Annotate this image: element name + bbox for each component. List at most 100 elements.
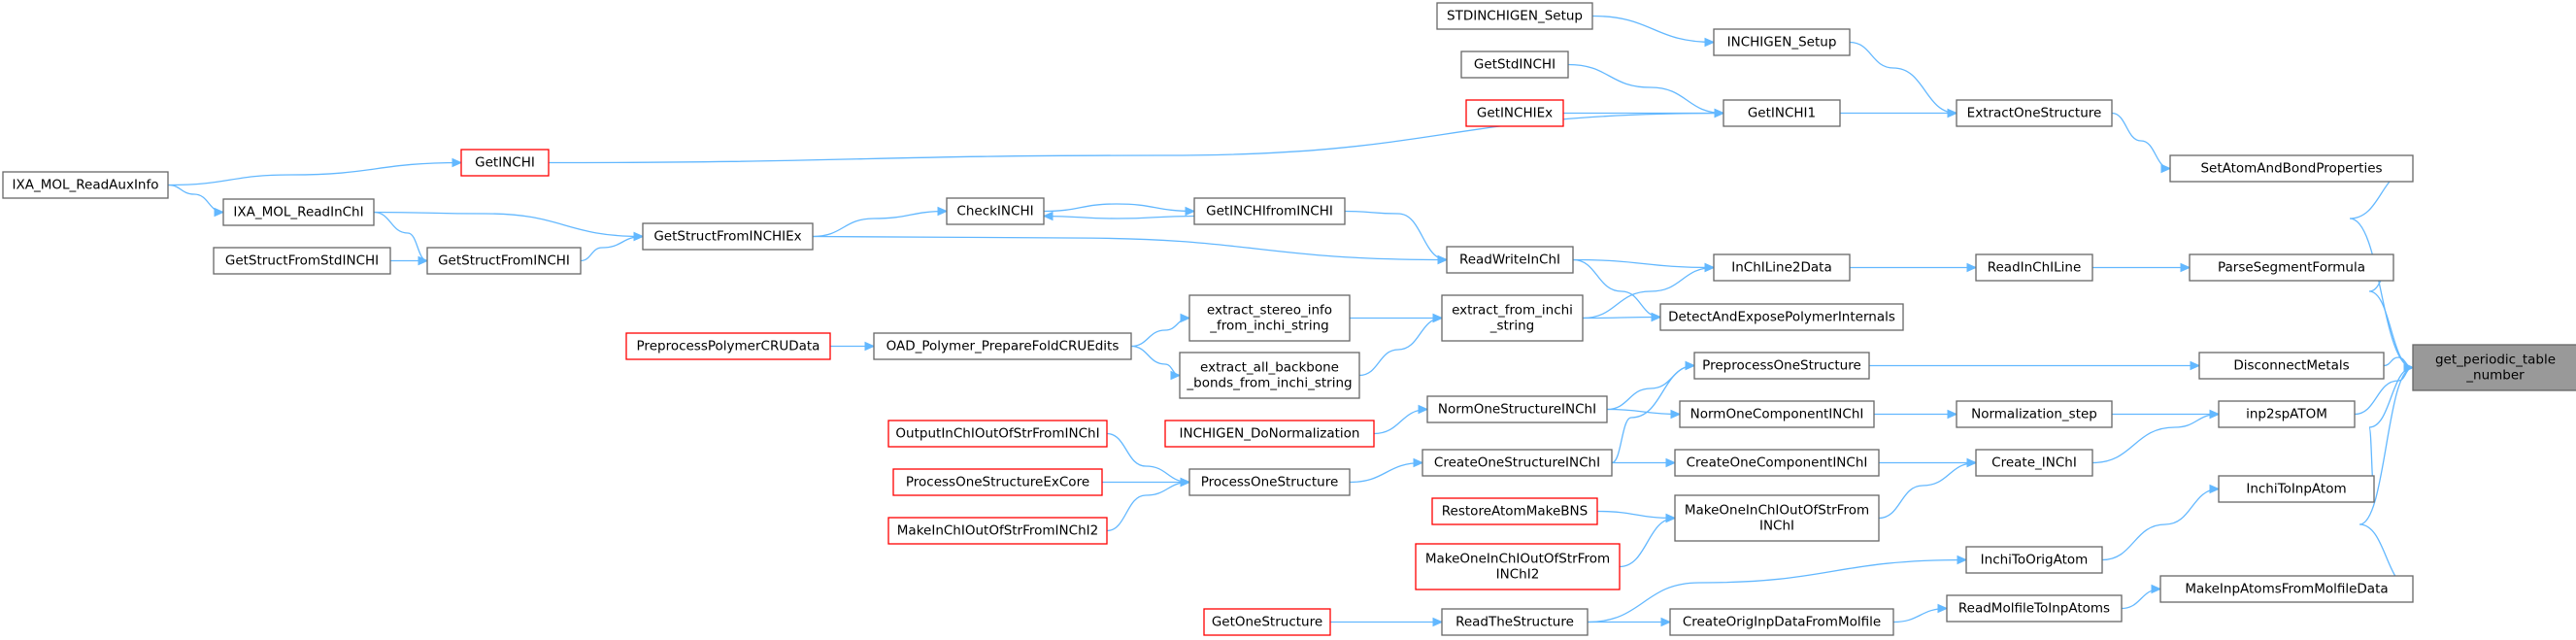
function-node[interactable]: Create_INChI [1975, 449, 2093, 477]
function-node[interactable]: extract_stereo_info_from_inchi_string [1188, 294, 1351, 342]
function-node[interactable]: ProcessOneStructureExCore [892, 468, 1103, 496]
function-node[interactable]: CreateOneStructureINChI [1422, 449, 1613, 477]
function-node[interactable]: ReadTheStructure [1441, 608, 1589, 636]
function-node[interactable]: PreprocessPolymerCRUData [625, 332, 831, 360]
node-box [2412, 344, 2576, 391]
function-node[interactable]: RestoreAtomMakeBNS [1431, 497, 1598, 525]
node-label: GetStructFromStdINCHI [225, 253, 379, 269]
function-node[interactable]: ReadInChILine [1975, 253, 2093, 282]
node-label: ReadInChILine [1988, 260, 2082, 276]
function-node[interactable]: IXA_MOL_ReadInChI [222, 198, 375, 226]
function-node[interactable]: GetINCHIfromINCHI [1193, 197, 1346, 225]
function-node[interactable]: extract_from_inchi_string [1441, 294, 1584, 342]
function-node[interactable]: GetStructFromINCHIEx [642, 222, 814, 251]
edge-arrowhead [1413, 457, 1424, 468]
function-node[interactable]: InchiToInpAtom [2218, 475, 2375, 503]
function-node[interactable]: GetStructFromStdINCHI [213, 247, 391, 275]
node-box [1713, 28, 1851, 56]
edge-arrowhead [2151, 584, 2162, 594]
function-node[interactable]: Normalization_step [1956, 400, 2113, 428]
edge-arrowhead [2160, 163, 2172, 174]
node-label: MakeOneInChIOutOfStrFrom [1425, 552, 1610, 567]
edge-arrowhead [1966, 457, 1978, 468]
edge-arrowhead [1432, 313, 1444, 323]
function-node[interactable]: GetStructFromINCHI [426, 247, 582, 275]
function-node[interactable]: DisconnectMetals [2198, 352, 2385, 380]
function-node[interactable]: MakeInpAtomsFromMolfileData [2159, 575, 2414, 603]
node-label: InchiToOrigAtom [1981, 553, 2089, 568]
function-node[interactable]: IXA_MOL_ReadAuxInfo [2, 171, 169, 199]
node-box [887, 420, 1108, 448]
edge-normonestructureinchi-to-normonecomponentinchi [1606, 408, 1681, 416]
function-node[interactable]: PreprocessOneStructure [1693, 352, 1870, 380]
node-label: ExtractOneStructure [1967, 106, 2102, 121]
function-node[interactable]: ReadWriteInChI [1446, 246, 1574, 274]
function-node[interactable]: inp2spATOM [2218, 400, 2356, 428]
function-node[interactable]: CreateOrigInpDataFromMolfile [1669, 608, 1894, 636]
node-box [1659, 303, 1904, 331]
function-node[interactable]: InChILine2Data [1713, 253, 1851, 282]
node-box [2159, 575, 2414, 603]
node-label: InchiToInpAtom [2246, 482, 2346, 497]
edge-arrowhead [1947, 409, 1958, 420]
edge-restoreatommakebns-to-makeoneinchioutofstrfrominchi [1596, 510, 1676, 520]
edge-extract-from-inchi-string-to-detectandexposepolymerinternals [1582, 316, 1661, 320]
function-node[interactable]: SetAtomAndBondProperties [2169, 154, 2414, 183]
edge-setatomandbondproperties-to-get-periodic-table-number [2349, 167, 2414, 369]
node-label: GetINCHIfromINCHI [1206, 204, 1333, 219]
node-label: CreateOneStructureINChI [1434, 455, 1600, 471]
node-box [1188, 294, 1351, 342]
edge-arrowhead [2180, 262, 2191, 273]
function-node[interactable]: OutputInChIOutOfStrFromINChI [887, 420, 1108, 448]
graph-edges [167, 15, 2415, 627]
node-box [1188, 468, 1351, 496]
edge-arrowhead [633, 231, 645, 242]
function-node[interactable]: GetStdINCHI [1460, 51, 1569, 79]
function-node[interactable]: InchiToOrigAtom [1965, 546, 2103, 574]
edge-processonestructure-to-createonestructureinchi [1349, 461, 1423, 484]
edge-arrowhead [1185, 206, 1196, 217]
node-label: _from_inchi_string [1209, 319, 1328, 334]
function-node[interactable]: GetINCHI [460, 149, 550, 177]
node-box [213, 247, 391, 275]
function-node[interactable]: ProcessOneStructure [1188, 468, 1351, 496]
function-node[interactable]: NormOneStructureINChI [1426, 395, 1608, 423]
function-node[interactable]: GetOneStructure [1203, 608, 1331, 636]
node-box [946, 197, 1045, 225]
function-node[interactable]: NormOneComponentINChI [1679, 400, 1875, 428]
node-label: _bonds_from_inchi_string [1186, 376, 1352, 391]
edge-arrowhead [1704, 262, 1716, 273]
node-label: GetStdINCHI [1474, 57, 1556, 73]
node-box [1956, 400, 2113, 428]
edge-arrowhead [2190, 360, 2201, 371]
function-node[interactable]: GetINCHIEx [1465, 99, 1564, 127]
node-label: MakeOneInChIOutOfStrFrom [1685, 503, 1869, 519]
function-node[interactable]: INCHIGEN_DoNormalization [1164, 420, 1375, 448]
function-node[interactable]: OAD_Polymer_PrepareFoldCRUEdits [873, 332, 1132, 360]
edge-arrowhead [1670, 409, 1682, 420]
node-label: extract_stereo_info [1207, 303, 1332, 319]
function-node[interactable]: GetINCHI1 [1723, 99, 1841, 127]
node-box [1179, 352, 1360, 399]
function-node[interactable]: STDINCHIGEN_Setup [1436, 2, 1593, 30]
node-box [1693, 352, 1870, 380]
function-node[interactable]: INCHIGEN_Setup [1713, 28, 1851, 56]
node-label: NormOneComponentINChI [1690, 407, 1864, 422]
function-node[interactable]: extract_all_backbone_bonds_from_inchi_st… [1179, 352, 1360, 399]
function-node[interactable]: MakeInChIOutOfStrFromINChI2 [887, 517, 1108, 545]
node-box [1415, 543, 1621, 590]
edge-inchitoinpatom-to-get-periodic-table-number [2368, 366, 2414, 490]
node-label: GetINCHIEx [1477, 106, 1553, 121]
edge-makeoneinchioutofstrfrominchi2-to-makeoneinchioutofstrfrominchi [1619, 517, 1676, 568]
function-node[interactable]: ReadMolfileToInpAtoms [1946, 594, 2123, 623]
node-box [1446, 246, 1574, 274]
function-node[interactable]: CheckINCHI [946, 197, 1045, 225]
node-box [1460, 51, 1569, 79]
edge-ixa-mol-readauxinfo-to-ixa-mol-readinchi [167, 184, 224, 214]
function-node[interactable]: ExtractOneStructure [1956, 99, 2113, 127]
function-node[interactable]: CreateOneComponentINChI [1674, 449, 1880, 477]
function-node[interactable]: ParseSegmentFormula [2189, 253, 2394, 282]
function-node[interactable]: DetectAndExposePolymerInternals [1659, 303, 1904, 331]
